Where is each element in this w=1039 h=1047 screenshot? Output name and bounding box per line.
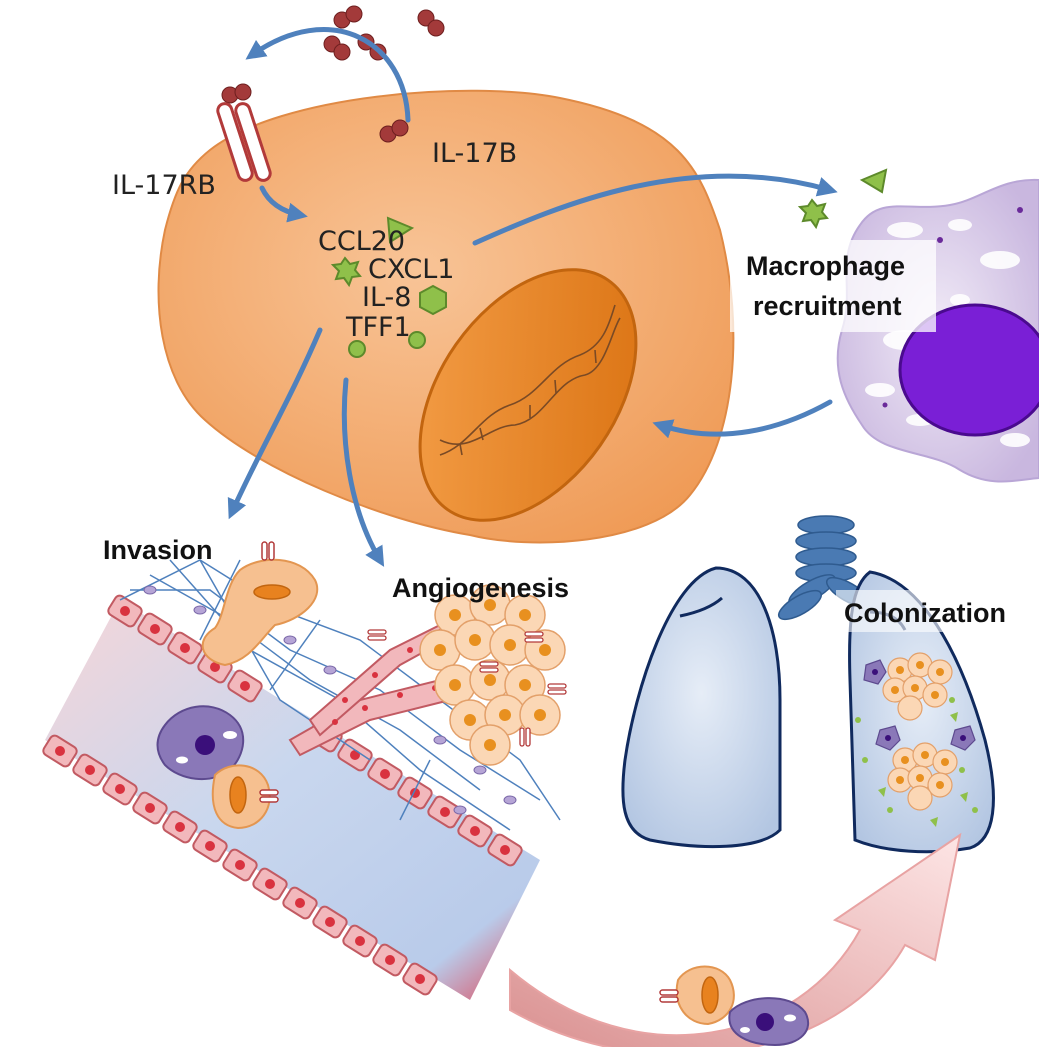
macrophage-label-bg [730, 240, 936, 332]
il17b-ligands [221, 5, 445, 143]
macrophage-label-line1: Macrophage [746, 251, 905, 281]
cluster-receptors [367, 629, 567, 747]
colonization-label-bg [836, 590, 1026, 632]
tff1-circle-icon [348, 340, 366, 358]
tff1-circle-icon [408, 331, 426, 349]
chemokine-label-ccl20: CCL20 [318, 226, 405, 257]
chemokine-label-il8: IL-8 [362, 282, 411, 313]
metastasis-flow-arrow [509, 832, 962, 1047]
blood-vessel [42, 594, 540, 1000]
vessel-cell-nuclei [55, 606, 510, 984]
ligand-loop-arrow [245, 27, 411, 123]
colonization-label: Colonization [844, 598, 1006, 628]
vessel-upper-wall [107, 594, 523, 867]
tumor-nucleus [418, 268, 638, 522]
il17rb-receptor-icon [216, 102, 272, 182]
chemokine-label-tff1: TFF1 [345, 312, 411, 343]
ligand-label: IL-17B [432, 138, 517, 169]
lung-macrophage-nuclei [872, 669, 966, 741]
intravasated-tumor-cell [211, 764, 279, 830]
lung-chemokines [855, 697, 978, 827]
invading-tumor-cell [201, 541, 319, 667]
secreted-chemokines [797, 168, 888, 230]
lung-colony-nuclei [891, 661, 949, 789]
tumor-cluster-nuclei [434, 599, 551, 751]
receptor-label: IL-17RB [112, 170, 216, 201]
circulating-macrophage [728, 997, 810, 1047]
dna-helix-icon [439, 304, 621, 456]
to-macrophage-arrow [472, 173, 838, 246]
macrophage-nucleus [898, 303, 1039, 437]
angiogenesis-label: Angiogenesis [392, 573, 569, 603]
macrophage-return-arrow [652, 399, 833, 439]
intravasated-macrophage [156, 705, 245, 781]
ccl20-triangle-icon [386, 216, 415, 244]
to-angiogenesis-arrow [341, 377, 385, 567]
chemokine-label-cxcl1: CXCL1 [368, 254, 454, 285]
cxcl1-star-icon [330, 256, 362, 288]
circulating-tumor-cell [659, 965, 735, 1026]
receptor-signal-arrow [259, 185, 308, 223]
invasion-label: Invasion [103, 535, 213, 565]
macrophage-label-line2: recruitment [753, 291, 902, 321]
to-invasion-arrow [227, 327, 323, 520]
chemokine-icons [330, 216, 447, 358]
il8-hexagon-icon [419, 284, 447, 316]
